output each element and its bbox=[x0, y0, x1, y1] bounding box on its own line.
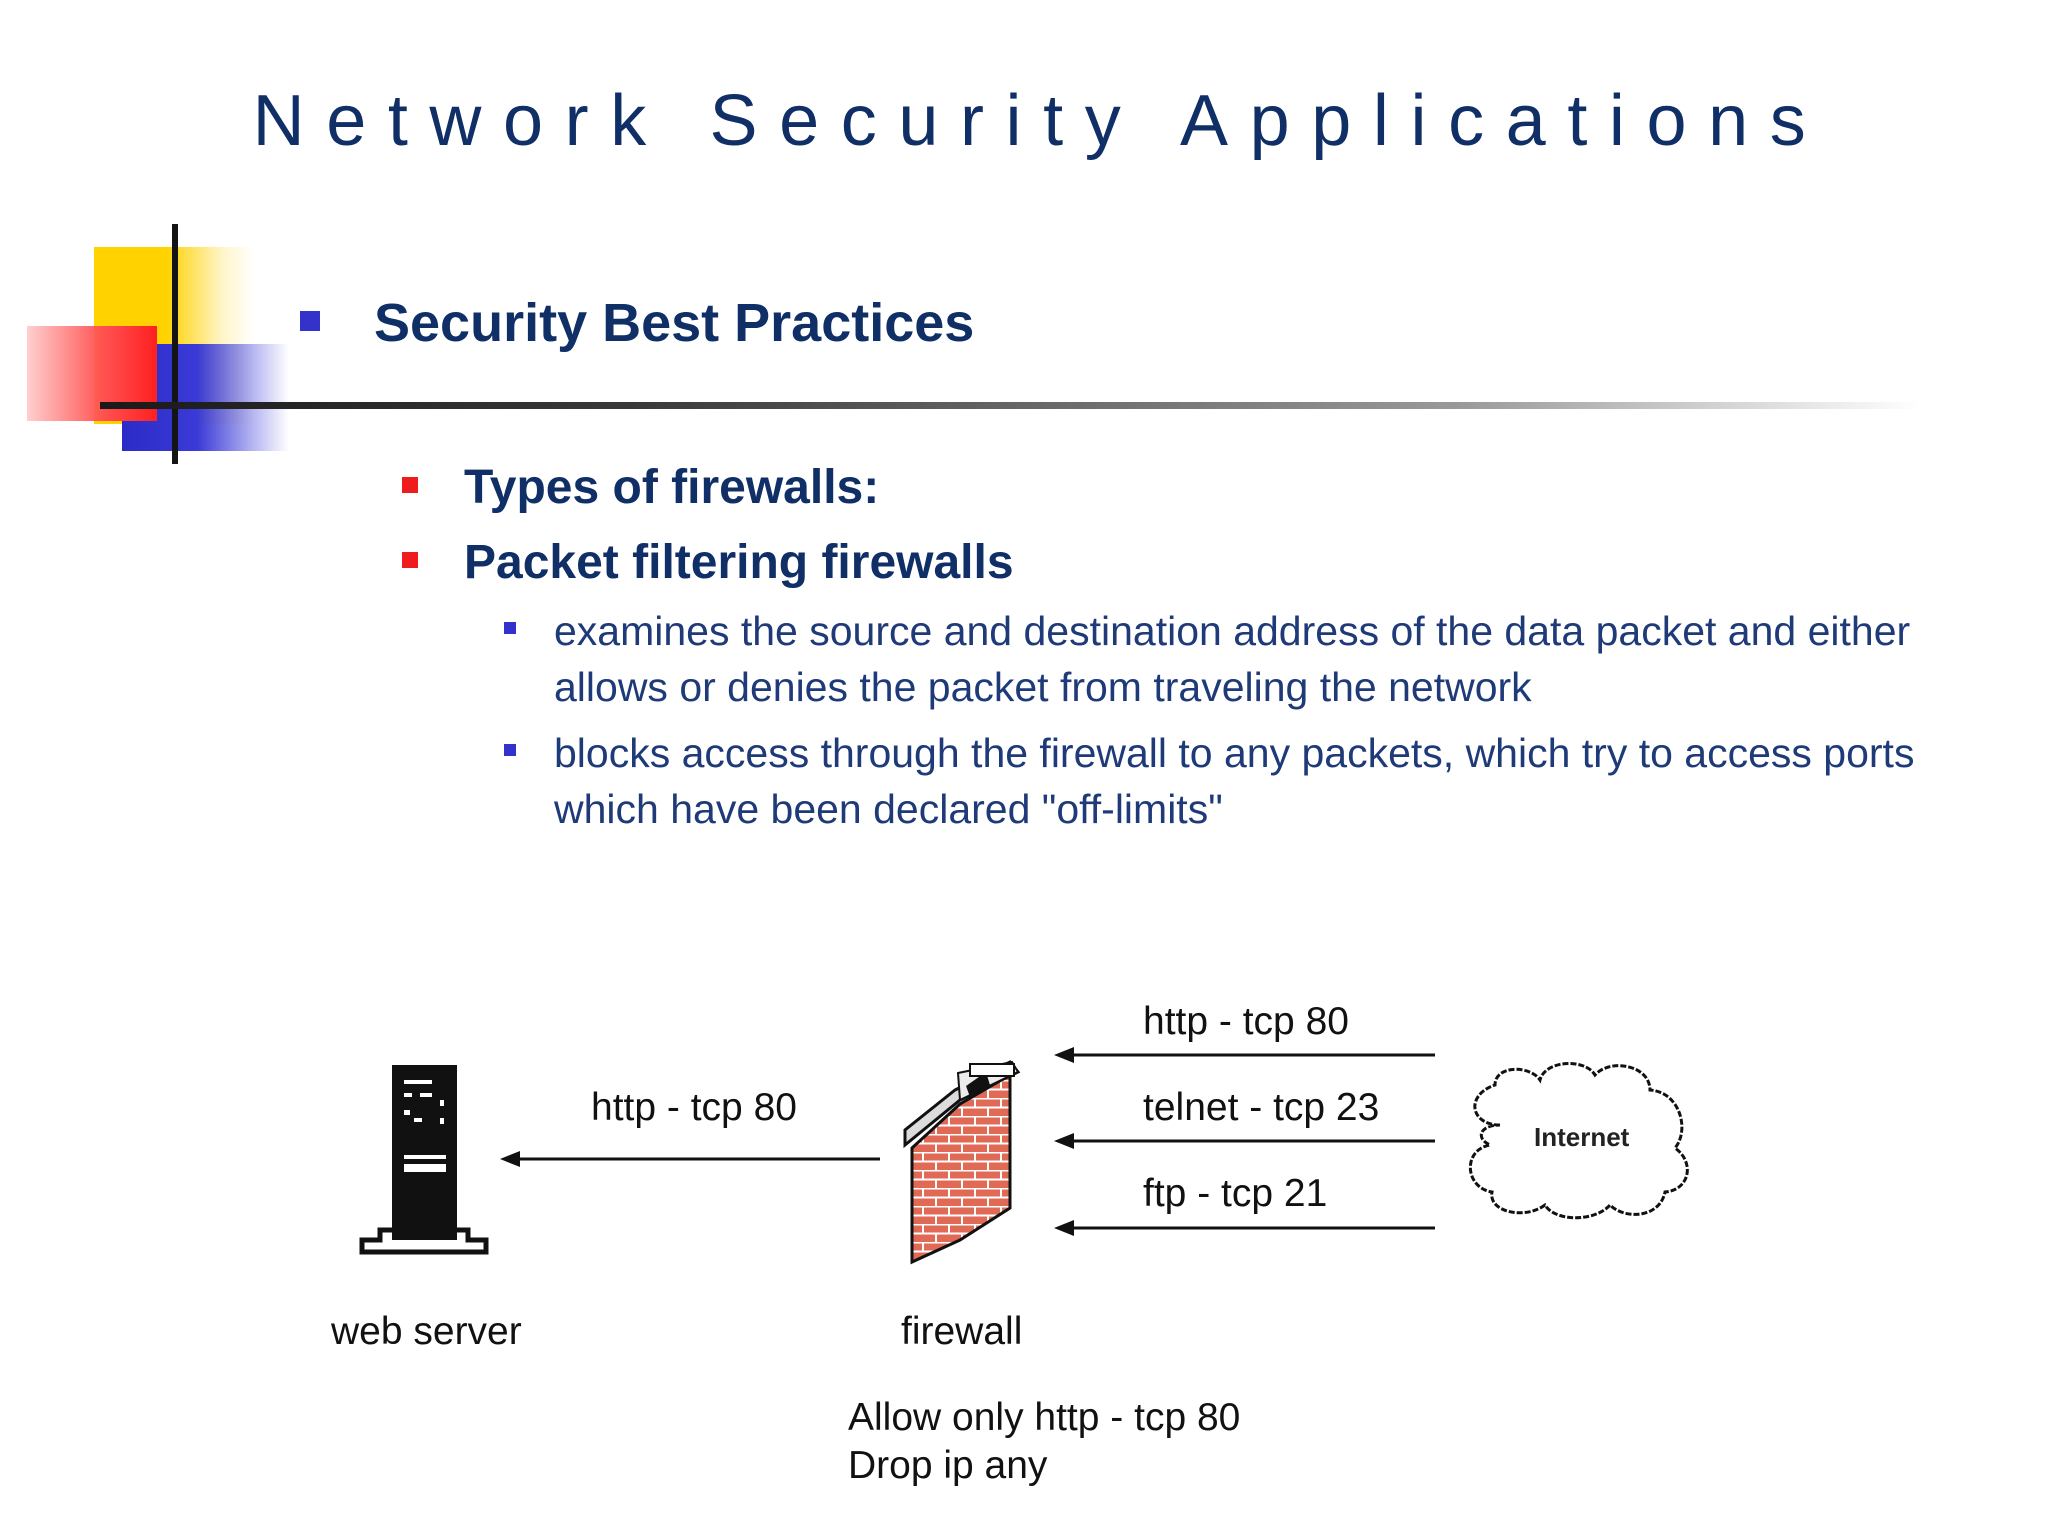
bullet-icon bbox=[402, 552, 418, 568]
web-server-label: web server bbox=[331, 1310, 522, 1353]
section-divider bbox=[100, 402, 1920, 409]
bullet-icon bbox=[504, 622, 516, 634]
accent-vertical-line bbox=[172, 224, 178, 464]
subpoint-blocks: blocks access through the firewall to an… bbox=[554, 730, 1915, 832]
section-heading: Security Best Practices bbox=[374, 293, 975, 353]
rule-allow: Allow only http - tcp 80 bbox=[848, 1396, 1241, 1439]
firewall-label: firewall bbox=[901, 1310, 1023, 1353]
allowed-flow-label: http - tcp 80 bbox=[591, 1086, 797, 1129]
subpoint-examines: examines the source and destination addr… bbox=[554, 608, 1911, 710]
incoming-flow-telnet: telnet - tcp 23 bbox=[1143, 1086, 1380, 1129]
rule-drop: Drop ip any bbox=[848, 1444, 1048, 1487]
internet-cloud-icon bbox=[1468, 1062, 1689, 1220]
incoming-flow-http: http - tcp 80 bbox=[1143, 1000, 1349, 1043]
point-types-of-firewalls: Types of firewalls: bbox=[464, 461, 880, 514]
bullet-icon bbox=[504, 744, 516, 756]
bullet-icon bbox=[300, 311, 320, 331]
web-server-icon bbox=[359, 1065, 489, 1255]
incoming-flow-ftp: ftp - tcp 21 bbox=[1143, 1172, 1328, 1215]
firewall-icon bbox=[903, 1060, 1021, 1265]
bullet-icon bbox=[402, 477, 418, 493]
internet-label: Internet bbox=[1534, 1122, 1630, 1152]
point-packet-filtering: Packet filtering firewalls bbox=[464, 536, 1014, 589]
page-title: Network Security Applications bbox=[252, 81, 1828, 161]
flow-arrows bbox=[500, 1047, 1435, 1236]
